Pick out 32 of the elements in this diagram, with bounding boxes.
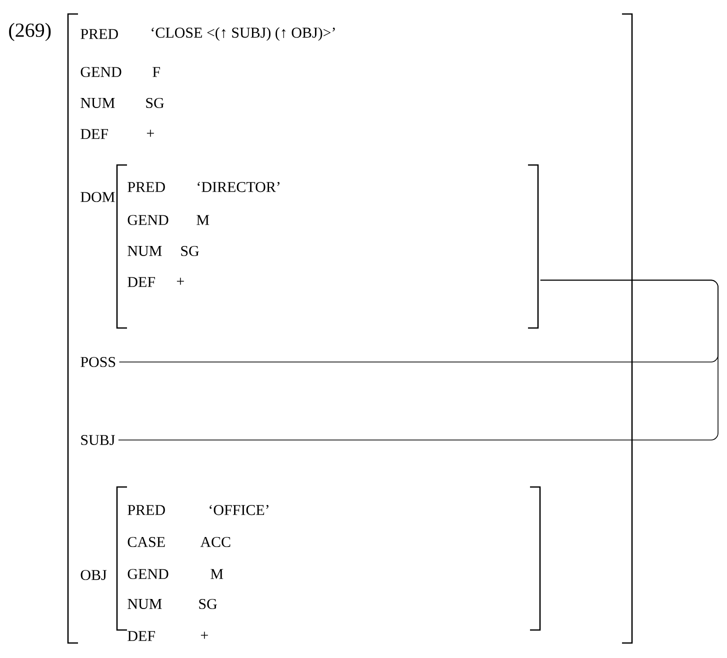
attribute-name: PRED — [128, 505, 165, 515]
attribute-value: ‘CLOSE <(↑ SUBJ) (↑ OBJ)>’ — [152, 27, 335, 41]
attribute-name: POSS — [80, 356, 116, 368]
attribute-name: GEND — [128, 568, 168, 580]
attribute-value: + — [176, 278, 184, 285]
attribute-value: + — [146, 130, 154, 137]
attribute-name: DEF — [128, 277, 155, 287]
attribute-name: PRED — [128, 182, 165, 192]
attribute-name: DEF — [80, 129, 108, 139]
attribute-value: ‘OFFICE’ — [210, 504, 268, 516]
attribute-value: SG — [146, 98, 164, 108]
example-number: (269) — [9, 22, 51, 42]
attribute-value: M — [196, 215, 210, 225]
attribute-value: SG — [199, 598, 217, 610]
attribute-name: DEF — [128, 631, 155, 641]
attribute-value: ‘DIRECTOR’ — [198, 182, 280, 192]
attribute-name: OBJ — [80, 570, 107, 580]
attribute-name: NUM — [80, 98, 115, 108]
attribute-name: NUM — [128, 246, 162, 256]
attribute-value: SG — [181, 246, 199, 256]
attribute-name: CASE — [128, 536, 165, 548]
attribute-value: F — [152, 67, 160, 77]
connector-line — [118, 280, 718, 440]
attribute-name: PRED — [80, 29, 118, 39]
attribute-name: GEND — [128, 214, 168, 226]
attribute-name: NUM — [128, 599, 162, 609]
attribute-name: DOM — [80, 192, 115, 202]
attribute-name: GEND — [80, 66, 122, 78]
attribute-value: ACC — [200, 536, 230, 548]
attribute-value: M — [210, 569, 224, 579]
attribute-value: + — [200, 632, 208, 639]
attribute-name: SUBJ — [81, 434, 115, 446]
